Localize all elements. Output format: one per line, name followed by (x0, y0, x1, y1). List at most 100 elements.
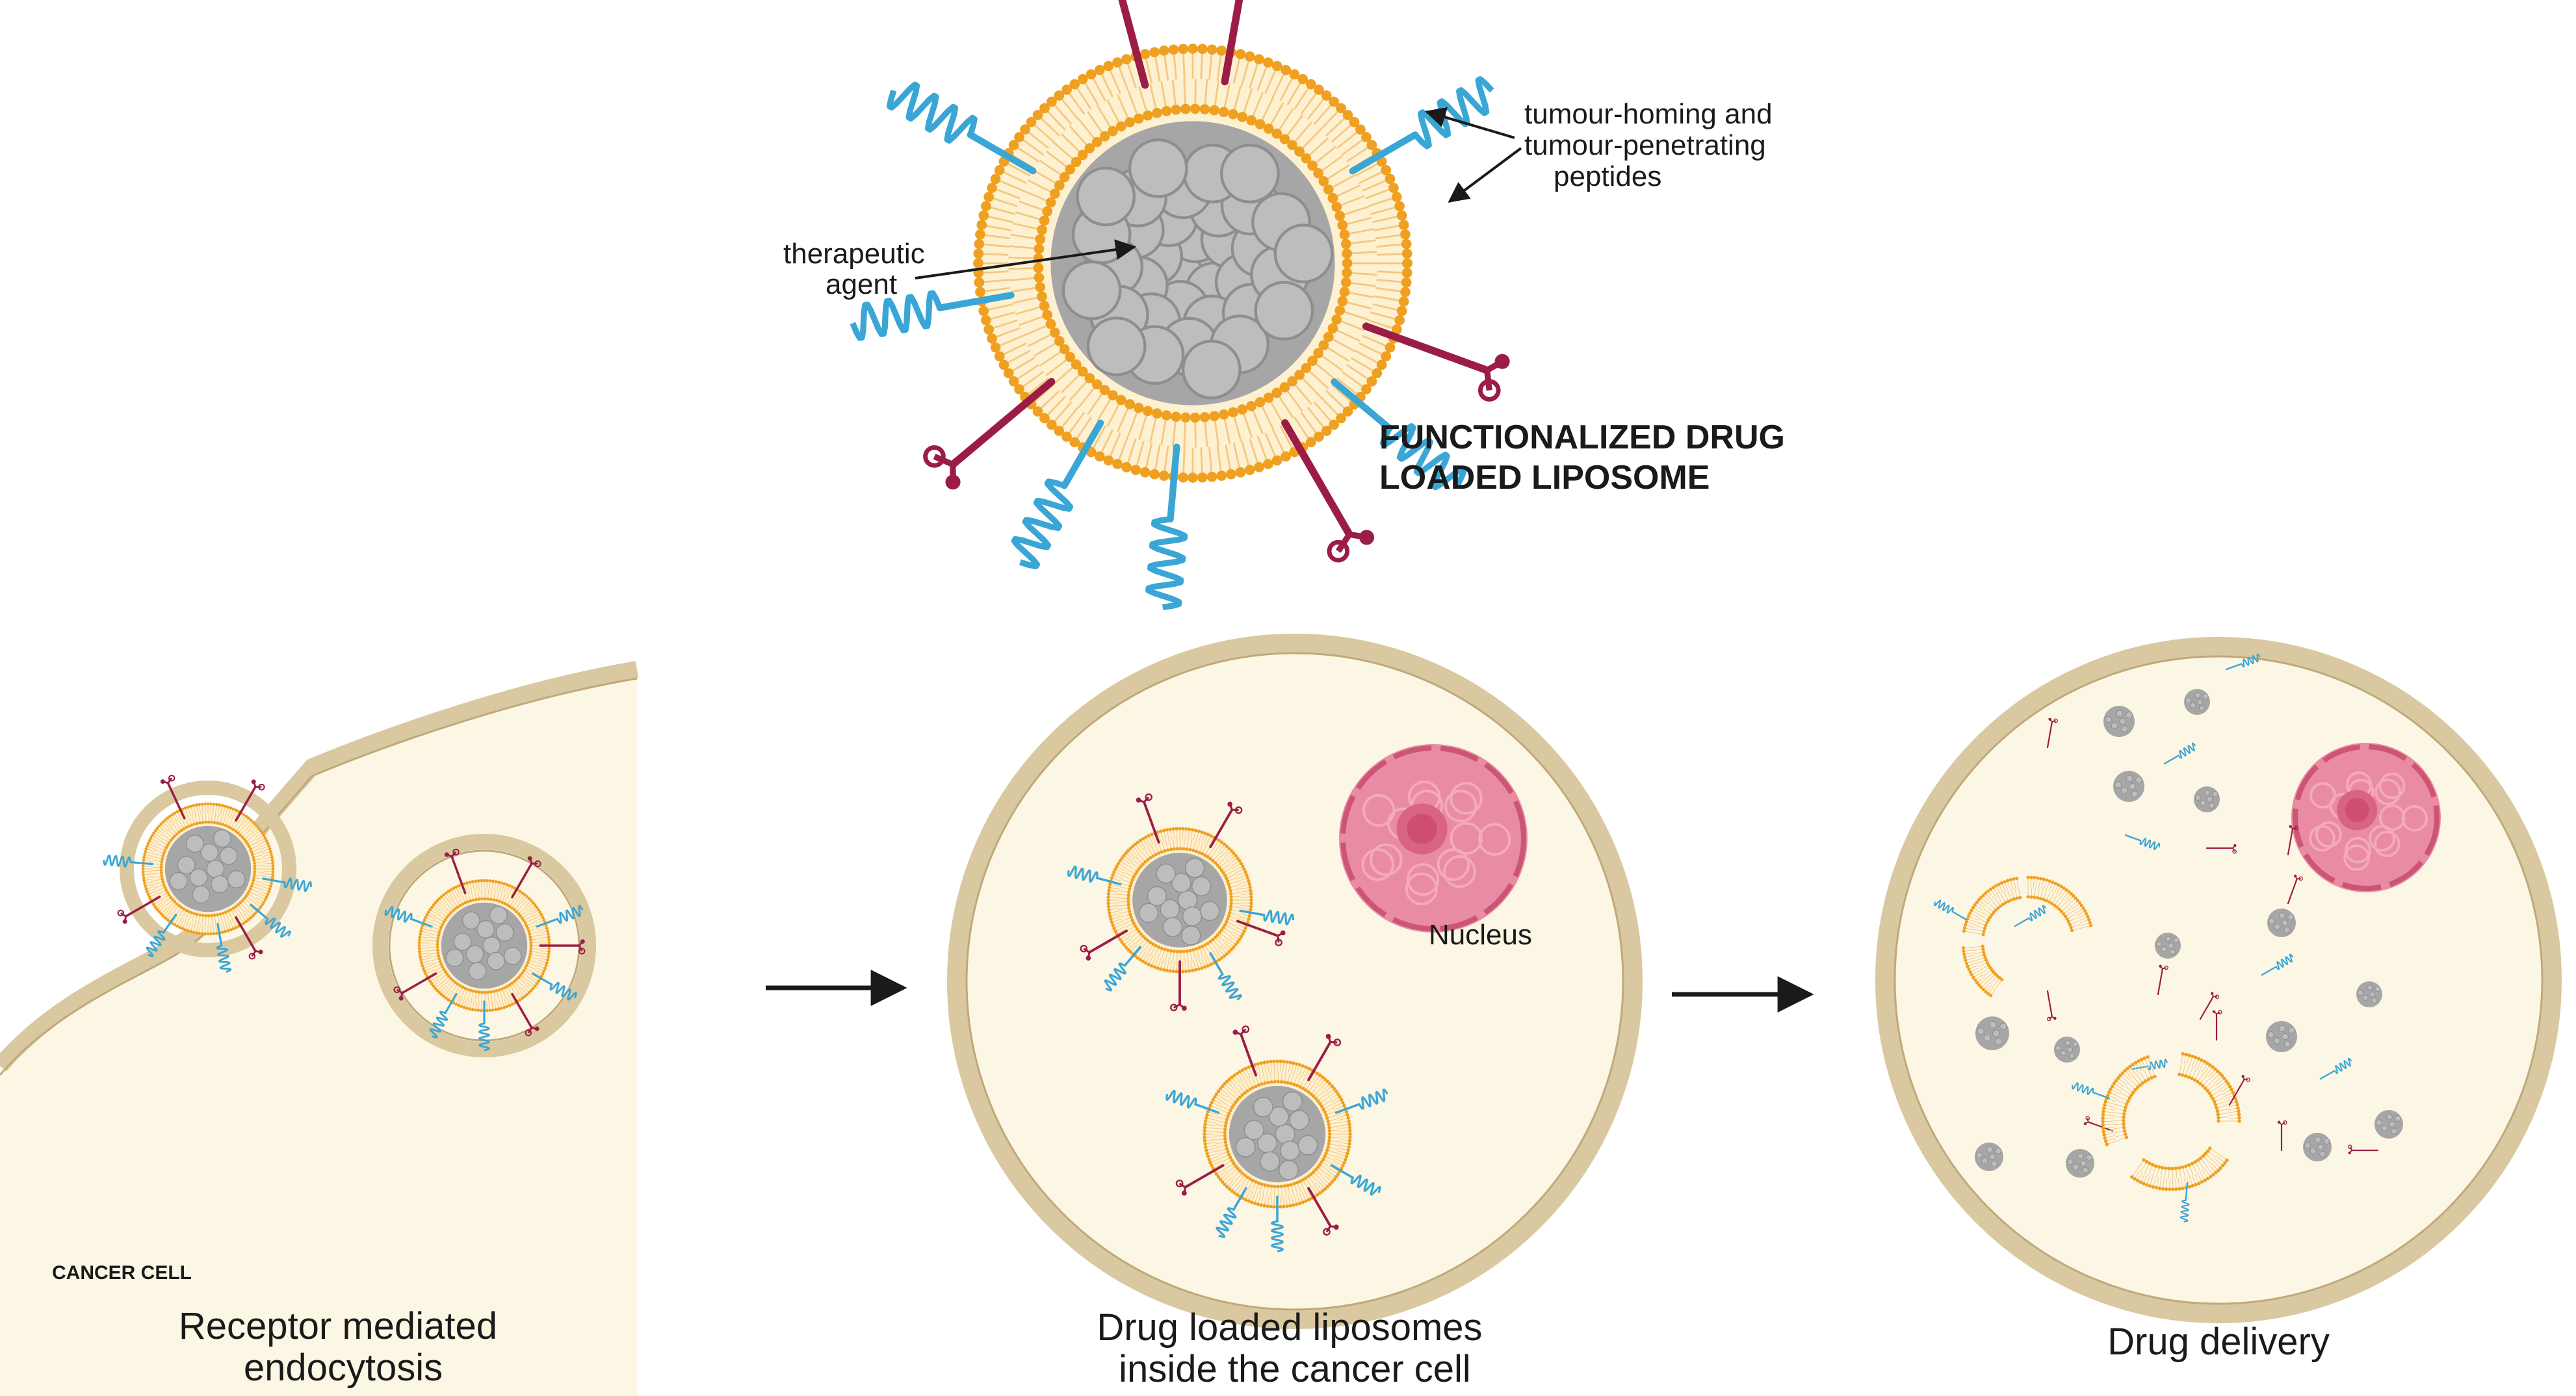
tumour-homing-peptide (1216, 1187, 1247, 1238)
tumour-penetrating-peptide (1169, 960, 1187, 1011)
tumour-homing-peptide (2124, 834, 2161, 851)
liposome-inside-2 (1165, 1025, 1388, 1252)
tumour-penetrating-peptide (1080, 929, 1128, 961)
tumour-homing-peptide (103, 854, 153, 868)
therapeutic-agent (2194, 786, 2220, 812)
therapeutic-agent (441, 902, 528, 989)
tumour-homing-peptide (1331, 378, 1467, 491)
lipid-bilayer (1962, 876, 2022, 937)
tumour-penetrating-peptide (2212, 1010, 2222, 1041)
lipid-bilayer (141, 802, 275, 936)
tumour-homing-peptide (2179, 1182, 2190, 1222)
tumour-homing-peptide (250, 903, 291, 938)
nucleus (1339, 744, 1528, 933)
tumour-penetrating-peptide (2287, 825, 2298, 856)
lipid-bilayer (2026, 875, 2093, 933)
tumour-penetrating-peptide (2199, 992, 2220, 1020)
tumour-penetrating-peptide (117, 896, 161, 924)
tumour-penetrating-peptide (2046, 990, 2057, 1022)
tumour-homing-peptide (536, 905, 584, 928)
nuclear-envelope (1340, 745, 1526, 931)
therapeutic-agent (2103, 706, 2135, 737)
caption-endocytosis: Receptor mediated endocytosis (179, 1305, 508, 1389)
therapeutic-agent (1975, 1016, 2009, 1050)
tumour-penetrating-peptide (1307, 1033, 1342, 1081)
therapeutic-agent (2184, 689, 2210, 715)
therapeutic-agent (2066, 1149, 2094, 1178)
tumour-homing-peptide (429, 992, 458, 1039)
nucleus-2 (2291, 743, 2441, 892)
tumour-penetrating-peptide (1236, 920, 1286, 946)
tumour-homing-peptide (384, 906, 433, 928)
tumour-homing-peptide (1067, 865, 1122, 886)
tumour-penetrating-peptide (2205, 844, 2237, 854)
cell-panel-inside: Nucleus (947, 634, 1643, 1329)
tumour-penetrating-peptide (235, 916, 263, 960)
nuclear-envelope (2293, 744, 2439, 891)
therapeutic-agent (2266, 1021, 2297, 1052)
tumour-penetrating-peptide (1281, 419, 1375, 563)
tumour-penetrating-peptide (2157, 964, 2168, 996)
tumour-homing-peptide (2225, 653, 2261, 671)
tumour-homing-peptide (1104, 946, 1141, 992)
tumour-homing-peptide (1933, 899, 1968, 921)
tumour-homing-peptide (850, 290, 1015, 341)
liposome-endosome (372, 834, 596, 1057)
tumour-homing-peptide (2072, 1082, 2111, 1100)
caption-inside: Drug loaded liposomes inside the cancer … (1097, 1306, 1492, 1390)
lipid-bilayer (2177, 1052, 2241, 1123)
tumour-homing-peptide (1334, 1088, 1388, 1114)
therapeutic-agent (2267, 909, 2296, 937)
pointer-therapeutic-agent (915, 239, 1137, 279)
cell-panel-delivery (1875, 637, 2562, 1323)
tumour-penetrating-peptide (511, 856, 541, 899)
tumour-penetrating-peptide (1136, 793, 1160, 844)
liposome-budding (103, 775, 312, 973)
tumour-penetrating-peptide (2348, 1144, 2379, 1155)
tumour-penetrating-peptide (1362, 322, 1510, 402)
tumour-penetrating-peptide (2228, 1074, 2250, 1106)
therapeutic-agent (164, 825, 252, 912)
tumour-penetrating-peptide (1175, 1164, 1225, 1196)
therapeutic-agent (2374, 1110, 2403, 1139)
membrane-invagination (120, 781, 296, 957)
therapeutic-agent (1050, 121, 1335, 406)
tumour-homing-peptide (1145, 443, 1188, 610)
therapeutic-agent (1229, 1085, 1326, 1183)
tumour-homing-peptide (2014, 905, 2047, 927)
tumour-penetrating-peptide (1209, 801, 1243, 848)
tumour-penetrating-peptide (539, 939, 586, 955)
tumour-homing-peptide (2163, 742, 2196, 765)
tumour-penetrating-peptide (1118, 0, 1149, 89)
therapeutic-agent (2155, 933, 2181, 959)
caption-delivery: Drug delivery (2107, 1321, 2330, 1363)
tumour-homing-peptide (887, 81, 1037, 175)
tumour-homing-peptide (1330, 1164, 1381, 1196)
label-therapeutic-agent: therapeutic agent (783, 238, 933, 300)
cancer-cell-label: CANCER CELL (52, 1262, 192, 1284)
ruptured-liposome-1 (1933, 875, 2093, 1022)
cancer-cell-panel: CANCER CELL (0, 661, 639, 1396)
tumour-homing-peptide (1165, 1089, 1220, 1114)
diagram-title: FUNCTIONALIZED DRUG LOADED LIPOSOME (1379, 419, 1794, 497)
lipid-bilayer (1106, 827, 1253, 974)
lipid-bilayer (1961, 944, 2004, 998)
tumour-homing-peptide (1239, 909, 1294, 925)
tumour-homing-peptide (1349, 76, 1494, 175)
tumour-penetrating-peptide (235, 779, 265, 822)
tumour-penetrating-peptide (444, 848, 467, 894)
pointer-peptide-red (1448, 147, 1522, 203)
tumour-penetrating-peptide (160, 775, 186, 820)
nucleus-label: Nucleus (1429, 919, 1532, 951)
therapeutic-agent (2054, 1037, 2080, 1063)
therapeutic-agent (2113, 771, 2144, 802)
pointer-peptide-blue (1424, 107, 1515, 139)
therapeutic-agent (1975, 1143, 2003, 1171)
tumour-homing-peptide (2261, 953, 2294, 976)
tumour-penetrating-peptide (1232, 1025, 1258, 1077)
tumour-homing-peptide (262, 877, 312, 892)
cell-membrane-2 (947, 634, 1643, 1329)
tumour-penetrating-peptide (923, 378, 1056, 490)
tumour-homing-peptide (1011, 419, 1104, 569)
